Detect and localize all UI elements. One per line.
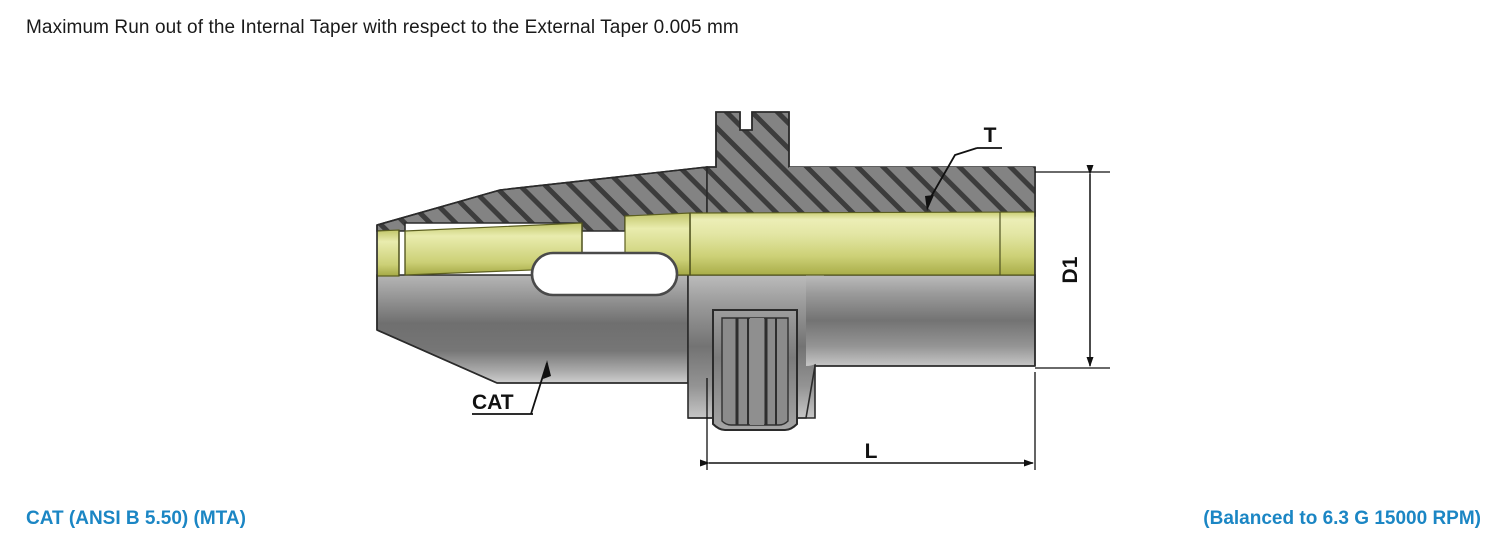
cat-leader-line [530,362,548,415]
drive-rib-face-mid [750,318,764,425]
bore-main [689,211,1036,276]
drive-slot-group [712,309,798,431]
cat-label: CAT [472,391,514,414]
t-label: T [984,124,997,147]
t-leader-line [927,147,978,203]
outline-flange-notch [707,111,790,168]
bore-tip-counterbore [376,229,400,277]
footer-standard-label: CAT (ANSI B 5.50) (MTA) [26,508,246,529]
outline-taper-bottom [376,329,688,384]
t-leader-arrowhead [925,195,934,211]
dimension-l: L [700,372,1036,470]
d1-label: D1 [1059,256,1082,283]
dimension-d1: D1 [1035,165,1110,369]
oval-slot [530,251,679,297]
leader-t: T [925,124,1002,211]
shank-step-fillet [806,275,824,366]
shank-lower-body [814,274,1036,367]
outline-overlay [376,111,1036,419]
outline-flange-bottom-right [797,365,816,419]
oval-slot-group [530,251,679,297]
l-label: L [865,440,878,463]
cat-leader-arrowhead [543,360,551,379]
outline-taper-top [376,166,708,226]
footer-balance-label: (Balanced to 6.3 G 15000 RPM) [1203,508,1481,529]
page-title: Maximum Run out of the Internal Taper wi… [26,17,739,38]
leader-cat: CAT [472,360,551,415]
shank-wall-hatch [789,167,1035,212]
